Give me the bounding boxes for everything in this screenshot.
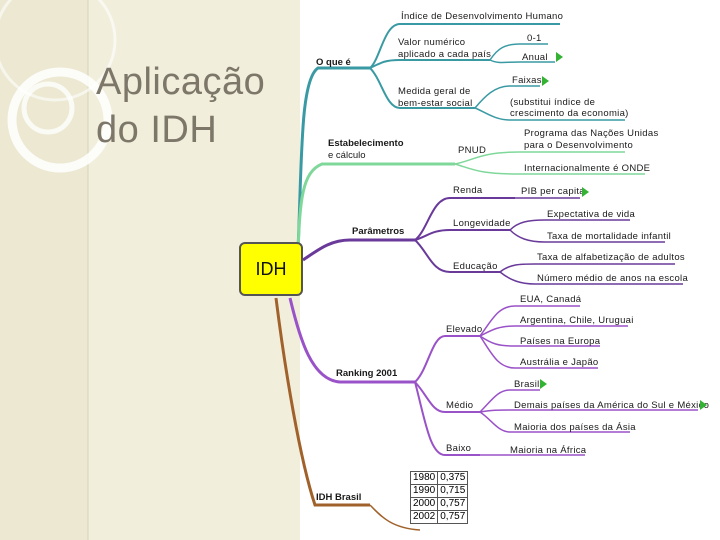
expand-arrow-icon[interactable] xyxy=(582,187,589,197)
node-medida-geral: Medida geral de bem-estar social xyxy=(398,86,473,110)
mindmap-root-idh: IDH xyxy=(239,242,303,296)
node-escala: 0-1 xyxy=(527,33,542,44)
node-eua: EUA, Canadá xyxy=(520,294,581,305)
node-renda: Renda xyxy=(453,185,483,196)
node-africa: Maioria na África xyxy=(510,445,586,456)
node-longevidade: Longevidade xyxy=(453,218,511,229)
expand-arrow-icon[interactable] xyxy=(542,76,549,86)
table-cell-year: 1990 xyxy=(411,485,438,498)
table-cell-value: 0,757 xyxy=(438,511,468,524)
node-america: Demais países da América do Sul e México xyxy=(514,400,709,411)
node-substitui: (substitui índice de crescimento da econ… xyxy=(510,97,629,119)
table-row: 1980 0,375 xyxy=(411,472,468,485)
node-expectativa: Expectativa de vida xyxy=(547,209,635,220)
node-baixo: Baixo xyxy=(446,443,471,454)
slide-title: Aplicação do IDH xyxy=(96,58,265,154)
node-brasil: Brasil xyxy=(514,379,540,390)
node-europa: Países na Europa xyxy=(520,336,600,347)
title-line: do IDH xyxy=(96,106,265,154)
node-onde: Internacionalmente é ONDE xyxy=(524,163,650,174)
node-idh-brasil: IDH Brasil xyxy=(316,492,361,503)
table-cell-year: 2002 xyxy=(411,511,438,524)
node-elevado: Elevado xyxy=(446,324,482,335)
node-estab-line: e cálculo xyxy=(328,150,404,162)
node-programa-line: Programa das Nações Unidas xyxy=(524,128,659,140)
node-programa: Programa das Nações Unidas para o Desenv… xyxy=(524,128,659,152)
node-alfabetizacao: Taxa de alfabetização de adultos xyxy=(537,252,685,263)
node-australia: Austrália e Japão xyxy=(520,357,599,368)
expand-arrow-icon[interactable] xyxy=(700,400,707,410)
node-argentina: Argentina, Chile, Uruguai xyxy=(520,315,634,326)
node-programa-line: para o Desenvolvimento xyxy=(524,140,659,152)
title-line: Aplicação xyxy=(96,58,265,106)
node-asia: Maioria dos países da Ásia xyxy=(514,422,636,433)
node-medida-line: bem-estar social xyxy=(398,98,473,110)
table-row: 1990 0,715 xyxy=(411,485,468,498)
table-cell-value: 0,715 xyxy=(438,485,468,498)
node-medio: Médio xyxy=(446,400,473,411)
node-mortalidade: Taxa de mortalidade infantil xyxy=(547,231,671,242)
node-indice-nome: Índice de Desenvolvimento Humano xyxy=(401,11,563,22)
table-cell-value: 0,375 xyxy=(438,472,468,485)
root-label: IDH xyxy=(256,259,287,280)
idh-brasil-table: 1980 0,375 1990 0,715 2000 0,757 2002 0,… xyxy=(410,471,468,524)
node-substitui-line: (substitui índice de xyxy=(510,97,629,108)
node-ranking: Ranking 2001 xyxy=(336,368,397,379)
node-o-que-e: O que é xyxy=(316,57,351,68)
node-valor-line: aplicado a cada país xyxy=(398,49,491,61)
table-cell-value: 0,757 xyxy=(438,498,468,511)
node-valor-line: Valor numérico xyxy=(398,37,491,49)
table-row: 2002 0,757 xyxy=(411,511,468,524)
node-pnud: PNUD xyxy=(458,145,486,156)
node-valor-numerico: Valor numérico aplicado a cada país xyxy=(398,37,491,61)
node-anual: Anual xyxy=(522,52,548,63)
table-cell-year: 2000 xyxy=(411,498,438,511)
node-estab-line: Estabelecimento xyxy=(328,138,404,150)
expand-arrow-icon[interactable] xyxy=(556,52,563,62)
expand-arrow-icon[interactable] xyxy=(540,379,547,389)
table-cell-year: 1980 xyxy=(411,472,438,485)
node-pib: PIB per capita xyxy=(521,186,585,197)
table-row: 2000 0,757 xyxy=(411,498,468,511)
node-estabelecimento: Estabelecimento e cálculo xyxy=(328,138,404,162)
node-educacao: Educação xyxy=(453,261,498,272)
node-substitui-line: crescimento da economia) xyxy=(510,108,629,119)
node-anos-escola: Número médio de anos na escola xyxy=(537,273,688,284)
node-parametros: Parâmetros xyxy=(352,226,404,237)
node-faixas: Faixas xyxy=(512,75,542,86)
node-medida-line: Medida geral de xyxy=(398,86,473,98)
